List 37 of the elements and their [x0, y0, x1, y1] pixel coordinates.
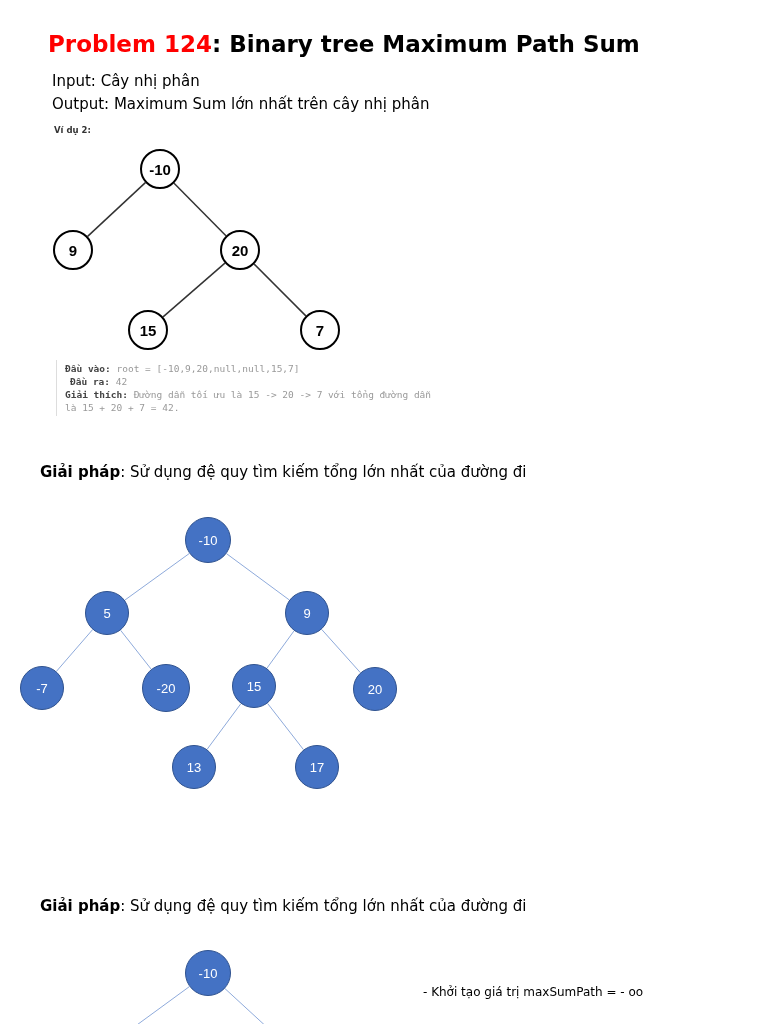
tree-node-circle: 5 — [85, 591, 129, 635]
tree-edge-line — [173, 182, 227, 237]
tree-edge-line — [253, 263, 307, 317]
tree-edge-line — [124, 552, 190, 601]
tree-node-circle: 13 — [172, 745, 216, 789]
text-line: Output: Maximum Sum lớn nhất trên cây nhị phân — [52, 95, 430, 113]
example-heading: Ví dụ 2: — [54, 125, 91, 135]
step-note: - Khởi tạo giá trị maxSumPath = - oo — [423, 985, 644, 999]
solution-text: Giải pháp: Sử dụng đệ quy tìm kiếm tổng lớn nhất của đường đi — [40, 897, 527, 915]
tree-node-circle: 20 — [353, 667, 397, 711]
tree-node-circle: -10 — [185, 950, 231, 996]
tree-edge-line — [162, 262, 226, 318]
tree-edge-line — [206, 703, 242, 750]
code-line: Giải thích: Đường dẫn tối ưu là 15 -> 20 -> 7 với tổng đường dẫn là 15 + 20 + 7 = 42. — [65, 388, 433, 414]
text-line: Input: Cây nhị phân — [52, 72, 200, 90]
tree-node-circle: 9 — [285, 591, 329, 635]
solution-text: Giải pháp: Sử dụng đệ quy tìm kiếm tổng lớn nhất của đường đi — [40, 463, 527, 481]
tree-edge-line — [267, 702, 304, 751]
tree-node-circle: -10 — [185, 517, 231, 563]
tree-edge-line — [266, 630, 295, 669]
tree-edge-line — [321, 628, 361, 674]
code-line: Đầu ra: 42 — [70, 375, 128, 388]
tree-node-circle: 7 — [300, 310, 340, 350]
tree-node-circle: -20 — [142, 664, 190, 712]
tree-node-circle: 15 — [128, 310, 168, 350]
tree-node-circle: -7 — [20, 666, 64, 710]
tree-node-circle: -10 — [140, 149, 180, 189]
tree-node-circle: 15 — [232, 664, 276, 708]
tree-edge-line — [120, 629, 152, 670]
tree-node-circle: 17 — [295, 745, 339, 789]
code-line: Đầu vào: root = [-10,9,20,null,null,15,7] — [65, 362, 300, 375]
page-title: Problem 124: Binary tree Maximum Path Sum — [48, 31, 640, 57]
tree-edge-line — [86, 181, 147, 238]
tree-edge-line — [55, 629, 94, 672]
tree-node-circle: 20 — [220, 230, 260, 270]
tree-edge-line — [226, 553, 290, 601]
tree-node-circle: 9 — [53, 230, 93, 270]
